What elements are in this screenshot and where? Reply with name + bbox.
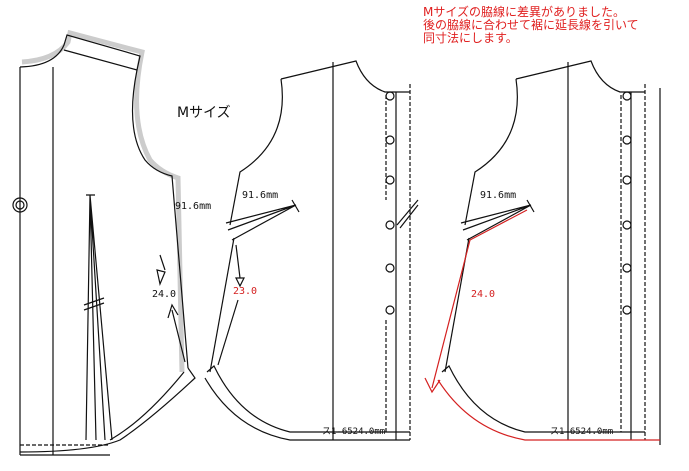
annotation-note: Mサイズの脇線に差異がありました。 後の脇線に合わせて裾に延長線を引いて 同寸法…: [423, 6, 639, 45]
back-pattern-piece: [12, 29, 196, 456]
note-line: 同寸法にします。: [423, 31, 518, 45]
front-side-measure: 23.0: [233, 286, 258, 297]
revised-side-measure: 24.0: [471, 289, 496, 300]
revised-armhole-measure: 91.6mm: [480, 190, 517, 201]
note-line: Mサイズの脇線に差異がありました。: [423, 5, 625, 19]
front-pattern-piece: [204, 60, 419, 441]
front-armhole-measure: 91.6mm: [242, 190, 279, 201]
front-hem-measure: ス1-6524.0mm: [322, 427, 386, 437]
revised-front-pattern-piece: [424, 60, 661, 445]
front-buttons: [385, 91, 395, 315]
revised-hem-measure: ス1-6524.0mm: [550, 427, 614, 437]
back-side-measure: 24.0: [152, 289, 177, 300]
note-line: 後の脇線に合わせて裾に延長線を引いて: [423, 18, 639, 32]
size-label: Mサイズ: [177, 105, 231, 121]
red-extension-lines: [424, 209, 660, 441]
back-armhole-measure: 91.6mm: [175, 201, 212, 212]
revised-front-buttons: [622, 91, 632, 315]
